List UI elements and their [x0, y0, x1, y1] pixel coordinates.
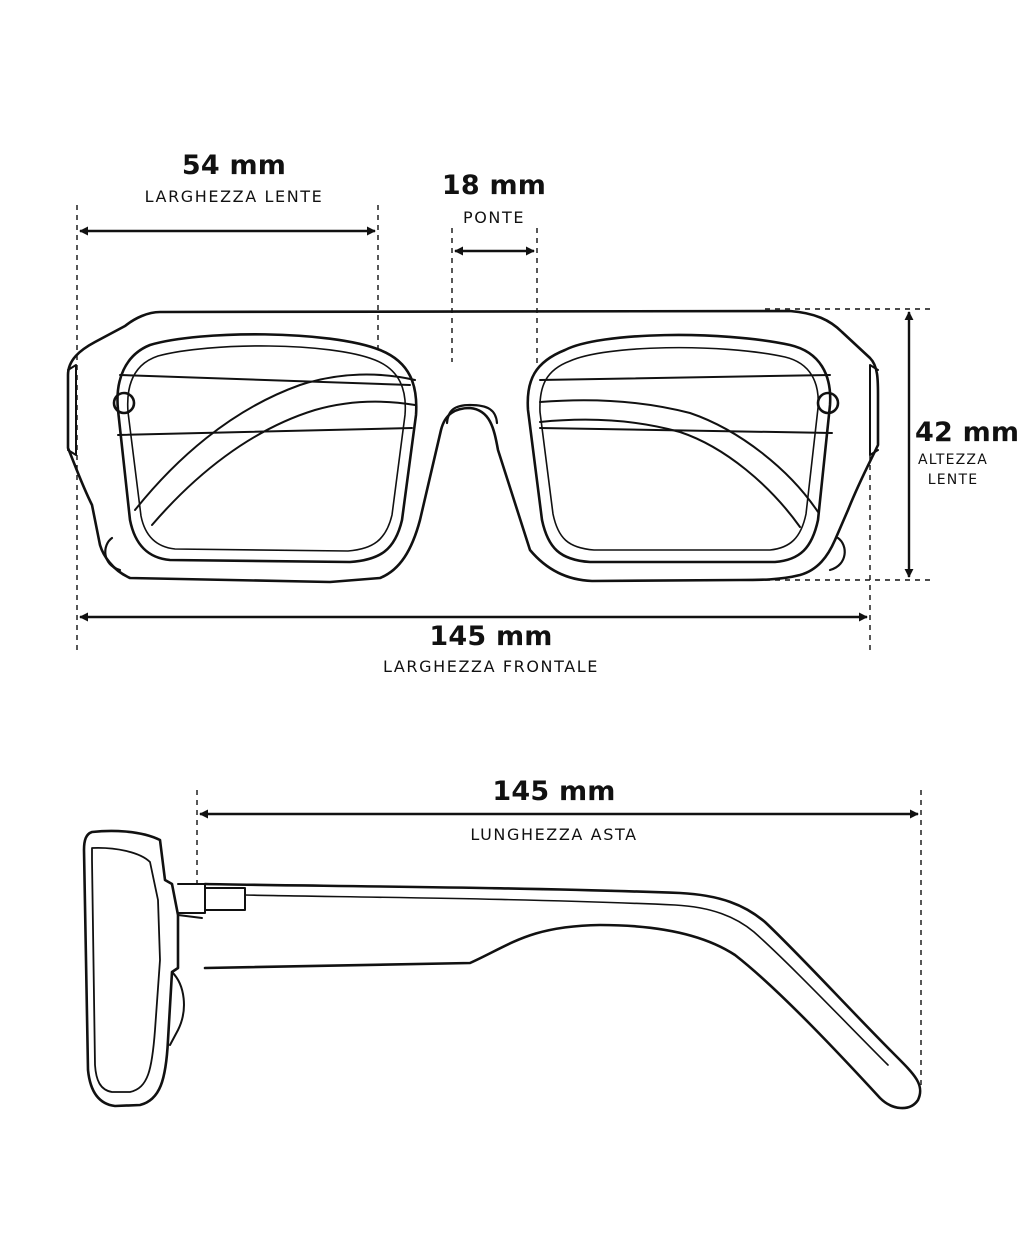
hinge-left [112, 391, 136, 415]
frame-width-value: 145 mm [429, 621, 553, 652]
front-view-drawing [66, 309, 880, 584]
bridge-value: 18 mm [441, 170, 547, 201]
lens-left [116, 333, 418, 564]
frame-width-label: LARGHEZZA FRONTALE [382, 657, 600, 676]
lens-width-label: LARGHEZZA LENTE [144, 187, 324, 206]
frame-outline [66, 309, 880, 584]
temple-behind-right [539, 374, 833, 528]
lens-height-label-line1: ALTEZZA [917, 452, 989, 468]
front-dimension-guides [76, 205, 935, 650]
rim-profile [82, 829, 180, 1108]
hinge-side [177, 883, 206, 914]
temple-length-label: LUNGHEZZA ASTA [470, 825, 638, 844]
lens-right [526, 333, 832, 564]
temple-arm [203, 882, 922, 1110]
bridge-label: PONTE [462, 208, 526, 227]
front-dimension-arrows [79, 226, 914, 622]
temple-length-value: 145 mm [492, 776, 616, 807]
lens-width-value: 54 mm [181, 150, 287, 181]
hinge-right [816, 391, 840, 415]
side-view-drawing [82, 829, 922, 1110]
temple-behind-left [117, 373, 416, 526]
lens-height-value: 42 mm [915, 417, 1019, 448]
lens-height-label-line2: LENTE [927, 472, 979, 488]
